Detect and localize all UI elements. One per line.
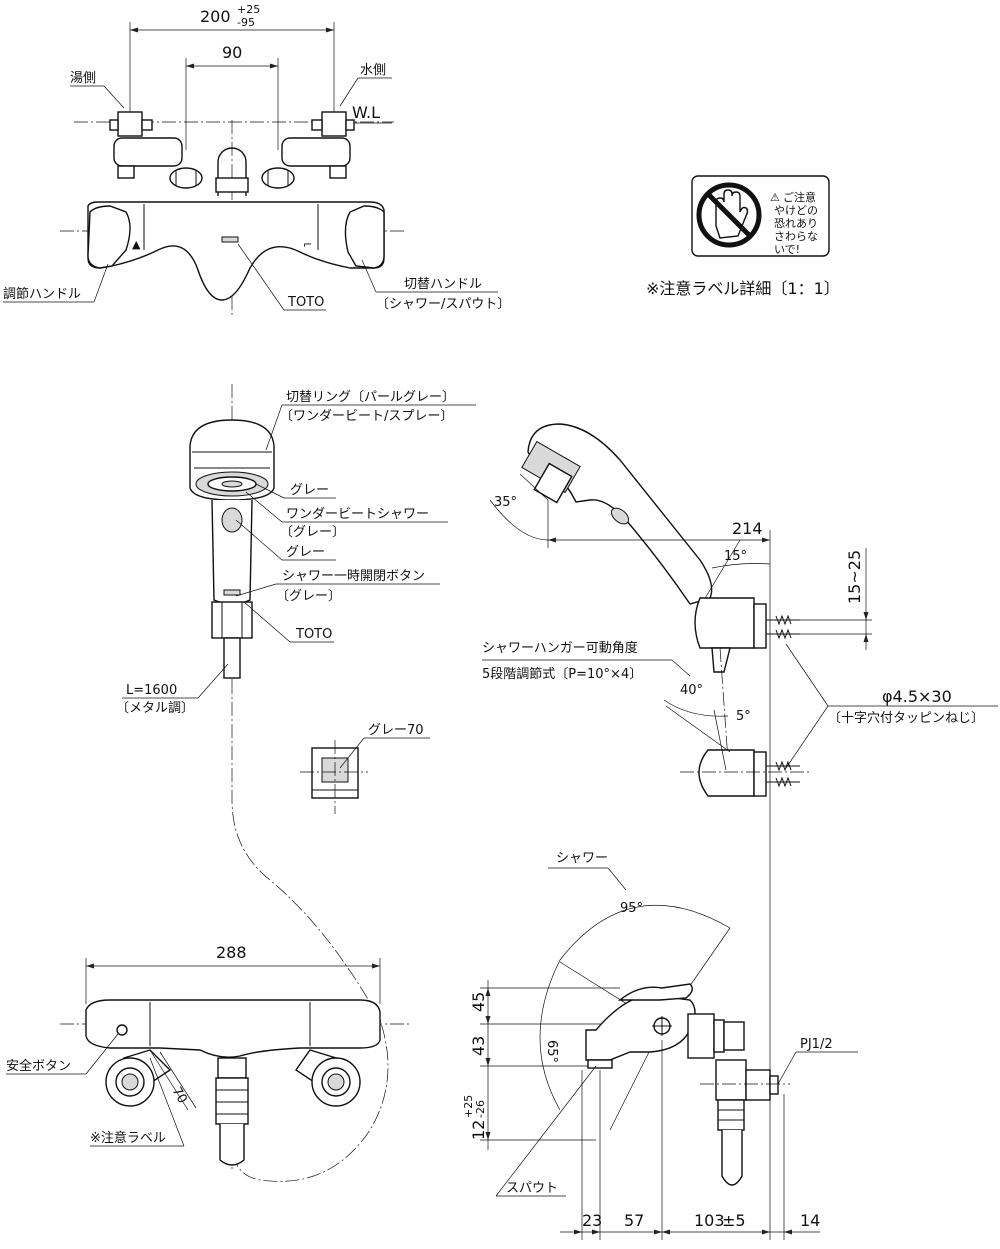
label-wonderbeat: ワンダービートシャワー — [286, 507, 429, 522]
label-stop-button: シャワー一時開閉ボタン — [282, 569, 425, 584]
dim-103: 103 — [694, 1211, 725, 1230]
side-elevation-view: シャワー 95° 65° 45 43 12 +25 -26 — [462, 851, 858, 1240]
label-shower: シャワー — [556, 851, 608, 866]
dim-214: 214 — [732, 519, 763, 538]
label-holder-grey: グレー70 — [368, 723, 424, 738]
dim-288: 288 — [216, 943, 247, 962]
caution-sticker: ⚠ ご注意 やけどの 恐れあり さわらな いで! ※注意ラベル詳細〔1：1〕 — [646, 175, 840, 298]
label-spout: スパウト — [506, 1181, 558, 1196]
label-adjust-handle: 調節ハンドル — [3, 287, 81, 302]
label-hose-sub: 〔メタル調〕 — [116, 701, 194, 716]
dim-95deg: 95° — [620, 901, 643, 916]
dim-200: 200 — [200, 7, 231, 26]
dim-70: 70 — [169, 1085, 190, 1107]
label-cold-side: 水側 — [360, 63, 386, 78]
dim-103-tol: ±5 — [722, 1211, 746, 1230]
label-wonderbeat-sub: 〔グレー〕 — [280, 525, 345, 540]
plan-view: 288 70 安全ボタン ※注意ラベル — [6, 943, 410, 1170]
dim-90: 90 — [222, 43, 242, 62]
dim-12-tol-upper: +25 — [462, 1095, 475, 1118]
label-switch-handle: 切替ハンドル — [404, 277, 482, 292]
dim-200-tol-lower: -95 — [237, 16, 255, 29]
dim-45: 45 — [469, 992, 488, 1012]
label-hanger-angle-sub: 5段階調節式〔P=10°×4〕 — [482, 667, 642, 682]
label-screw: φ4.5×30 — [882, 687, 952, 706]
sticker-line-2: 恐れあり — [774, 217, 818, 230]
label-switch-handle-sub: 〔シャワー/スパウト〕 — [376, 297, 510, 312]
dim-57: 57 — [624, 1211, 644, 1230]
shower-head-front-view: 切替リング〔パールグレー〕 〔ワンダービート/スプレー〕 グレー ワンダービート… — [116, 384, 476, 716]
label-stop-button-sub: 〔グレー〕 — [276, 589, 341, 604]
label-water-level: W.L — [352, 103, 380, 122]
sticker-header: ご注意 — [783, 190, 816, 204]
dim-12-tol-lower: -26 — [474, 1100, 487, 1118]
label-caution-label: ※注意ラベル — [90, 1130, 166, 1146]
svg-text:▲: ▲ — [132, 238, 141, 251]
dim-5deg: 5° — [736, 709, 751, 724]
cold-union — [281, 111, 355, 179]
svg-text:⌐: ⌐ — [303, 238, 312, 251]
dim-43: 43 — [469, 1036, 488, 1056]
dim-200-tol-upper: +25 — [237, 3, 260, 16]
label-safety-button: 安全ボタン — [6, 1058, 71, 1074]
hot-union — [109, 111, 183, 179]
caution-detail-caption: ※注意ラベル詳細〔1：1〕 — [646, 279, 840, 298]
label-ring-sub: 〔ワンダービート/スプレー〕 — [280, 409, 453, 424]
dim-14: 14 — [800, 1211, 820, 1230]
label-ring: 切替リング〔パールグレー〕 — [286, 390, 455, 405]
dim-12: 12 — [469, 1120, 488, 1140]
front-elevation-view: 200 +25 -95 90 湯側 水側 W.L — [3, 3, 510, 316]
label-screw-sub: 〔十字穴付タッピンねじ〕 — [828, 711, 984, 726]
dim-23: 23 — [582, 1211, 602, 1230]
label-hose: L=1600 — [126, 683, 177, 698]
label-hanger-angle: シャワーハンガー可動角度 — [482, 640, 638, 656]
label-pj: PJ1/2 — [800, 1037, 833, 1052]
mixer-body — [87, 201, 385, 301]
dim-40deg: 40° — [680, 683, 703, 698]
dim-35deg: 35° — [494, 495, 517, 510]
sticker-line-1: やけどの — [774, 204, 818, 217]
sticker-warning-icon: ⚠ — [770, 191, 780, 204]
label-grey-2: グレー — [286, 545, 325, 560]
label-hot-side: 湯側 — [70, 71, 96, 86]
dim-15-25: 15~25 — [845, 550, 864, 604]
sticker-line-4: いで! — [774, 243, 800, 256]
dim-65deg: 65° — [544, 1040, 559, 1063]
shower-side-view: 35° 214 15° 15~25 — [482, 423, 998, 1240]
label-toto-front: TOTO — [287, 295, 324, 310]
label-toto-head: TOTO — [295, 627, 332, 642]
holder-grey-70: グレー70 — [300, 723, 430, 814]
dim-15deg: 15° — [724, 549, 747, 564]
sticker-line-3: さわらな — [774, 230, 818, 243]
label-grey-1: グレー — [290, 483, 329, 498]
